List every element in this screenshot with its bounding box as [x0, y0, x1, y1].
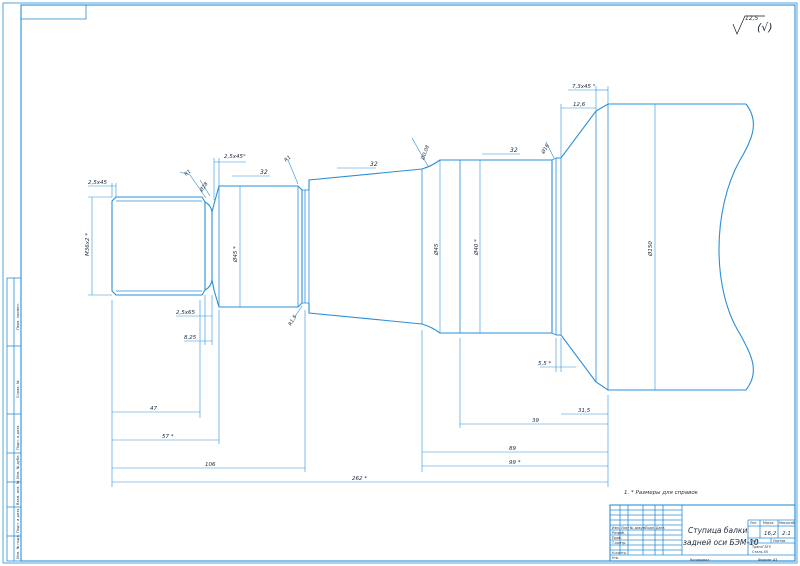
stamp-sprav: Справ. №: [16, 380, 20, 398]
tb-lit-header: Лит.: [750, 521, 758, 525]
dim-rough-c: 32: [510, 147, 518, 154]
part-name-line2: задней оси БЭМ-10: [683, 538, 759, 547]
tb-scale-header: Масштаб: [779, 521, 795, 525]
dim-chamfer-top: 2,5х45°: [224, 154, 246, 160]
tb-format: Формат А3: [758, 558, 777, 562]
tb-sheets: Листов: [773, 539, 785, 543]
dim-57: 57 *: [162, 434, 174, 440]
tb-col-list: Лист: [621, 526, 629, 530]
shaft-contour: [111, 103, 754, 391]
dim-chamfer-65: 2,5х65: [176, 310, 196, 316]
tb-col-sign: Подп.: [645, 526, 655, 530]
dim-d150: Ø150: [647, 241, 654, 257]
dim-d16: Ø16: [539, 143, 551, 156]
dim-d45b: Ø45: [433, 243, 440, 256]
tb-row-tkontr: Т.контр.: [611, 541, 626, 545]
title-block: Изм. Лист № докум. Подп. Дата Разраб. Пр…: [609, 504, 796, 562]
tb-mass-header: Масса: [763, 521, 774, 525]
stamp-vzam: Взам. инв. №: [16, 480, 20, 505]
dimension-texts: 2,5х45 М36х2 * R1 Ø28 2,5х45° 32 R1 Ø45 …: [85, 84, 654, 482]
tb-org: ТрансГАТУ: [751, 545, 772, 549]
dim-99: 99 *: [509, 460, 521, 466]
dim-106: 106: [205, 462, 216, 468]
tb-row-prov: Пров.: [612, 536, 622, 540]
dimension-lines: [88, 86, 656, 487]
dim-262: 262 *: [352, 476, 367, 482]
dim-rough-b: 32: [370, 161, 378, 168]
dim-315: 31,5: [578, 408, 591, 414]
tb-row-nkontr: Н.контр.: [612, 551, 627, 555]
tb-scale-value: 2:1: [782, 531, 791, 537]
dim-d40: Ø40 *: [473, 239, 480, 256]
dim-55: 5,5 *: [538, 361, 551, 367]
dim-thread: М36х2 *: [85, 233, 91, 256]
dim-chamfer-left: 2,5х45: [88, 180, 108, 186]
dim-chamfer-73: 7,3х45 °: [572, 84, 596, 90]
dim-126: 12,6: [573, 102, 586, 108]
left-side-stamp: Перв. примен. Справ. № Подп. и дата Инв.…: [6, 277, 22, 562]
tb-copied: Копировал: [690, 558, 709, 562]
dim-39: 39: [532, 418, 539, 424]
dim-radius-b: R1: [283, 155, 292, 164]
roughness-general-mark: 12,5 (√): [732, 15, 773, 35]
reference-note: 1. * Размеры для справок: [624, 490, 699, 496]
tb-row-utv: Утв.: [612, 556, 619, 560]
dim-radius-a: R1: [183, 169, 192, 178]
roughness-mark: (√): [757, 21, 773, 34]
top-left-code-box: [20, 4, 87, 20]
stamp-podp-a: Подп. и дата: [16, 426, 20, 450]
dim-47: 47: [150, 406, 157, 412]
dim-89: 89: [509, 446, 516, 452]
stamp-podp-b: Подп. и дата: [16, 509, 20, 533]
dim-rough-a: 32: [260, 169, 268, 176]
tb-sheet: Лист: [750, 539, 758, 543]
tb-col-date: Дата: [656, 526, 665, 530]
dim-825: 8,25: [184, 335, 197, 341]
tb-row-razrab: Разраб.: [612, 531, 625, 535]
part-name-line1: Ступица балки: [688, 526, 747, 535]
tb-col-doc: № докум.: [630, 526, 646, 530]
dim-r15: R1,5: [288, 314, 299, 327]
tb-col-izm: Изм.: [612, 526, 620, 530]
stamp-inv-podl: Инв. № подл.: [16, 534, 20, 559]
stamp-inv-dubl: Инв. № дубл.: [16, 454, 20, 479]
stamp-perv: Перв. примен.: [16, 303, 20, 330]
sheet-inner-frame: [20, 4, 796, 562]
tb-mass-value: 16,2: [764, 531, 777, 537]
roughness-value: 12,5: [745, 15, 759, 22]
dim-d45: Ø45 *: [232, 246, 239, 263]
tb-material: Сталь 45: [752, 550, 768, 554]
